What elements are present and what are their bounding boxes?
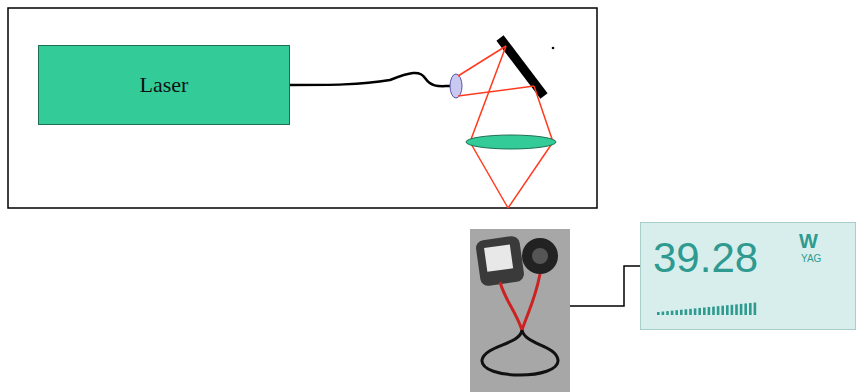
signal-wire bbox=[570, 266, 640, 306]
enclosure-frame bbox=[8, 8, 597, 208]
power-meter-photo bbox=[470, 229, 570, 392]
mode-label: YAG bbox=[801, 254, 821, 264]
laser-beam bbox=[458, 46, 553, 208]
meter-display: 39.28 W YAG bbox=[640, 222, 856, 330]
unit-label: W bbox=[799, 231, 818, 251]
collimator-lens bbox=[450, 74, 462, 98]
dot bbox=[552, 47, 555, 50]
box-label: Laser bbox=[140, 72, 189, 98]
power-reading: 39.28 bbox=[653, 237, 758, 279]
laser-box: Laser bbox=[38, 45, 290, 125]
focus-lens bbox=[466, 135, 556, 149]
fiber-cable bbox=[290, 73, 450, 86]
